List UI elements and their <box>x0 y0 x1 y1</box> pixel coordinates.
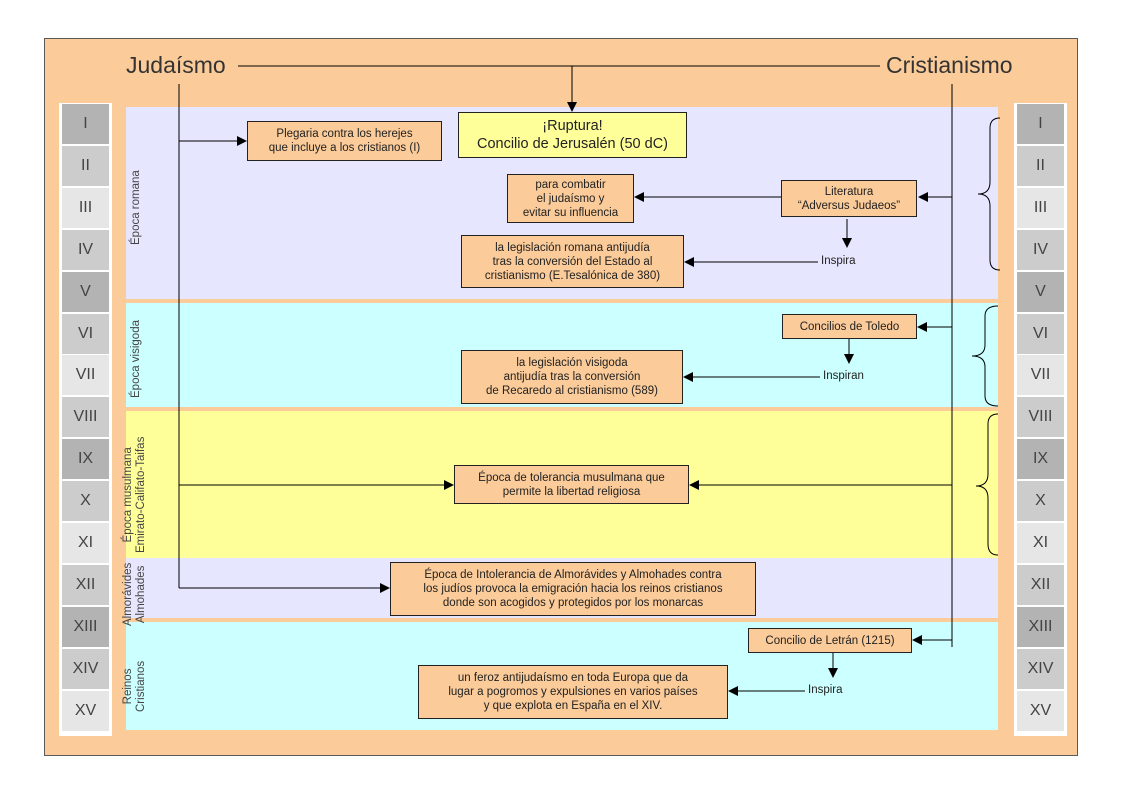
century-left-vii: VII <box>62 355 109 396</box>
box-literatura: Literatura “Adversus Judaeos” <box>781 180 917 217</box>
box-ruptura-line1: ¡Ruptura! <box>542 118 603 134</box>
century-left-vi: VI <box>62 313 109 354</box>
century-left-iii: III <box>62 187 109 228</box>
brace-roman <box>977 117 1001 271</box>
century-left-ix: IX <box>62 439 109 480</box>
century-left-xiv: XIV <box>62 648 109 689</box>
century-right-xii: XII <box>1017 564 1064 605</box>
century-right-vii: VII <box>1017 355 1064 396</box>
century-right-xiv: XIV <box>1017 648 1064 689</box>
box-tolerancia: Época de tolerancia musulmana que permit… <box>454 465 689 504</box>
century-left-viii: VIII <box>62 397 109 438</box>
century-left-iv: IV <box>62 229 109 270</box>
century-right-ix: IX <box>1017 439 1064 480</box>
century-right-ii: II <box>1017 145 1064 186</box>
box-combatir: para combatir el judaísmo y evitar su in… <box>507 174 634 223</box>
century-right-iv: IV <box>1017 229 1064 270</box>
box-antijudaismo: un feroz antijudaísmo en toda Europa que… <box>418 665 728 719</box>
box-ruptura: ¡Ruptura! Concilio de Jerusalén (50 dC) <box>458 112 687 158</box>
century-left-x: X <box>62 481 109 522</box>
label-inspira-christian: Inspira <box>808 684 843 696</box>
century-right-i: I <box>1017 104 1064 144</box>
brace-muslim <box>975 413 999 556</box>
box-plegaria: Plegaria contra los herejes que incluye … <box>247 121 442 161</box>
century-right-viii: VIII <box>1017 397 1064 438</box>
century-right-xiii: XIII <box>1017 606 1064 647</box>
century-left-xi: XI <box>62 523 109 563</box>
box-letran: Concilio de Letrán (1215) <box>748 628 912 653</box>
century-right-xv: XV <box>1017 690 1064 731</box>
century-left-i: I <box>62 104 109 144</box>
label-inspira-roman: Inspira <box>821 255 856 267</box>
label-inspiran-visigoth: Inspiran <box>823 370 864 382</box>
century-right-xi: XI <box>1017 523 1064 563</box>
century-left-xv: XV <box>62 690 109 731</box>
century-right-x: X <box>1017 481 1064 522</box>
century-left-xiii: XIII <box>62 606 109 647</box>
box-ruptura-line2: Concilio de Jerusalén (50 dC) <box>476 136 668 152</box>
title-judaism: Judaísmo <box>123 51 229 79</box>
century-left-xii: XII <box>62 564 109 605</box>
title-christianity: Cristianismo <box>883 51 1016 79</box>
brace-visigoth <box>971 305 999 407</box>
box-legislacion-visigoda: la legislación visigoda antijudía tras l… <box>461 350 683 404</box>
century-right-v: V <box>1017 271 1064 312</box>
century-left-v: V <box>62 271 109 312</box>
box-intolerancia: Época de Intolerancia de Almorávides y A… <box>390 562 756 616</box>
box-legislacion-romana: la legislación romana antijudía tras la … <box>461 235 684 288</box>
century-right-iii: III <box>1017 187 1064 228</box>
box-toledo: Concilios de Toledo <box>782 314 917 339</box>
century-right-vi: VI <box>1017 313 1064 354</box>
century-left-ii: II <box>62 145 109 186</box>
